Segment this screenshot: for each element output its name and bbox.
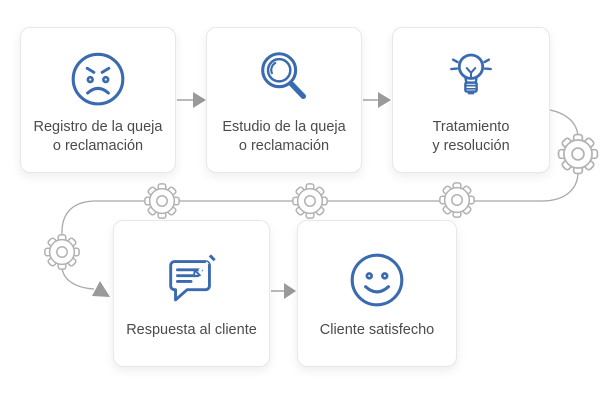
- step-card-tratamiento: Tratamiento y resolución: [392, 27, 550, 173]
- curve-arrowhead-icon: [92, 281, 110, 297]
- gear-icon: [292, 183, 328, 219]
- step-label: Cliente satisfecho: [320, 321, 434, 339]
- step-label-line: o reclamación: [238, 137, 330, 154]
- step-card-registro: Registro de la queja o reclamación: [20, 27, 176, 173]
- magnifier-icon: [253, 45, 315, 109]
- step-label: Registro de la queja o reclamación: [34, 118, 163, 155]
- arrow-step1-to-step2: [177, 92, 206, 108]
- step-label: Estudio de la queja o reclamación: [222, 118, 345, 155]
- step-label-line: o reclamación: [52, 137, 144, 154]
- chat-message-pencil-icon: [161, 248, 223, 312]
- step-card-respuesta: Respuesta al cliente: [113, 220, 270, 367]
- step-label-line: y resolución: [432, 137, 510, 154]
- step-label-line: Tratamiento: [432, 119, 510, 136]
- gear-icon: [144, 183, 180, 219]
- gear-icon: [44, 234, 80, 270]
- arrow-step2-to-step3: [363, 92, 391, 108]
- step-label-line: Cliente satisfecho: [319, 321, 435, 338]
- step-card-estudio: Estudio de la queja o reclamación: [206, 27, 362, 173]
- step-label: Tratamiento y resolución: [432, 118, 509, 155]
- lightbulb-icon: [441, 45, 501, 109]
- step-label-line: Respuesta al cliente: [126, 321, 257, 338]
- step-label: Respuesta al cliente: [126, 321, 257, 339]
- happy-face-icon: [346, 248, 408, 312]
- angry-face-icon: [67, 45, 129, 109]
- gear-icon: [439, 182, 475, 218]
- arrow-step4-to-step5: [271, 283, 296, 299]
- step-card-cliente: Cliente satisfecho: [297, 220, 457, 367]
- gear-icon: [557, 133, 599, 175]
- step-label-line: Estudio de la queja: [222, 119, 346, 136]
- step-label-line: Registro de la queja: [33, 119, 163, 136]
